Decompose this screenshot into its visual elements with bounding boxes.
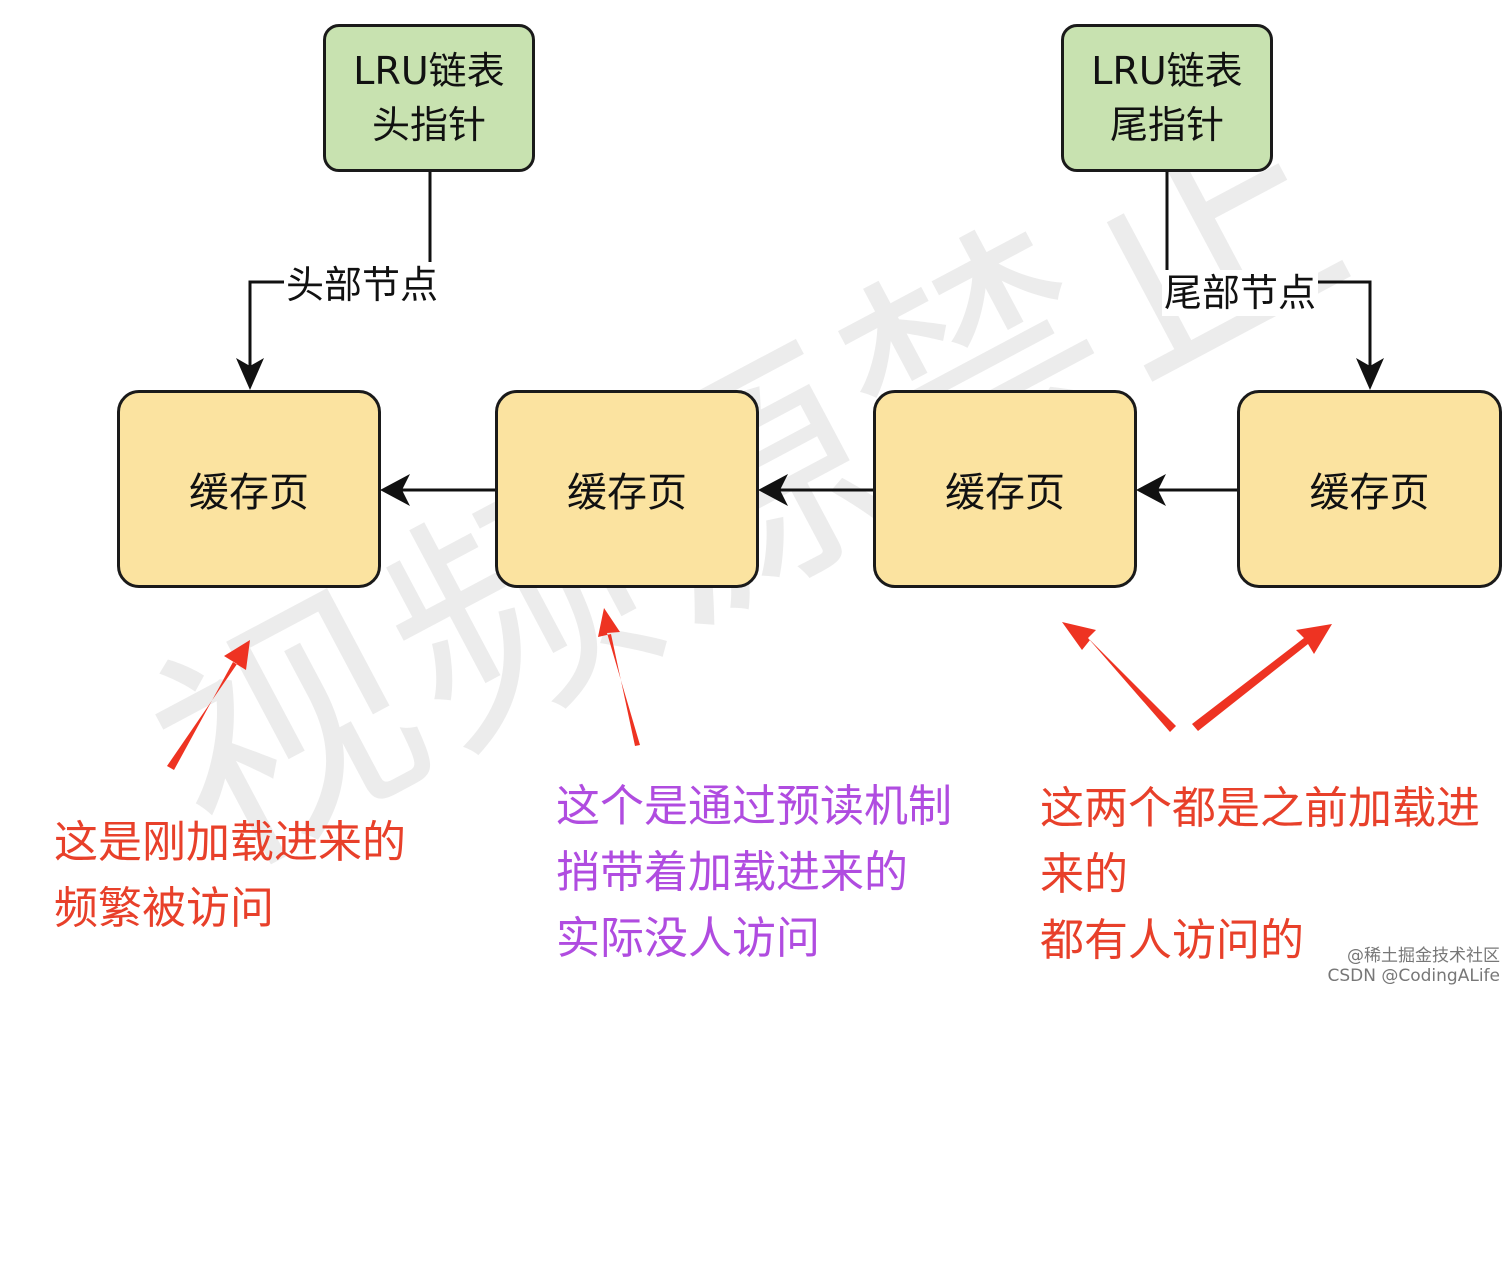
tail-node-label: 尾部节点 [1162, 270, 1319, 316]
credit-line-1: @稀土掘金技术社区 [1347, 946, 1500, 966]
cache-page-2: 缓存页 [495, 390, 759, 588]
credit-line-2: CSDN @CodingALife [1327, 966, 1501, 986]
annotation-arrow-older-right [1192, 624, 1332, 731]
link-arrowhead-2 [758, 474, 788, 506]
link-arrowhead-3 [1136, 474, 1166, 506]
connector-layer [167, 170, 1384, 770]
head-node-label: 头部节点 [284, 262, 441, 308]
tail-connector-arrowhead [1356, 358, 1384, 390]
annotation-arrow-recent [167, 640, 250, 770]
link-arrowhead-1 [380, 474, 410, 506]
head-connector-arrowhead [236, 358, 264, 390]
annotation-arrow-prefetch [598, 608, 640, 746]
lru-tail-pointer-box: LRU链表 尾指针 [1061, 24, 1273, 172]
note-prefetched: 这个是通过预读机制 捎带着加载进来的 实际没人访问 [556, 781, 952, 964]
note-older-accessed: 这两个都是之前加载进来的 都有人访问的 [1040, 783, 1480, 966]
lru-head-pointer-box: LRU链表 头指针 [323, 24, 535, 172]
annotation-arrow-older-left [1062, 622, 1176, 732]
cache-page-4: 缓存页 [1237, 390, 1502, 588]
cache-page-3: 缓存页 [873, 390, 1137, 588]
cache-page-1: 缓存页 [117, 390, 381, 588]
note-recently-loaded: 这是刚加载进来的 频繁被访问 [54, 817, 406, 934]
